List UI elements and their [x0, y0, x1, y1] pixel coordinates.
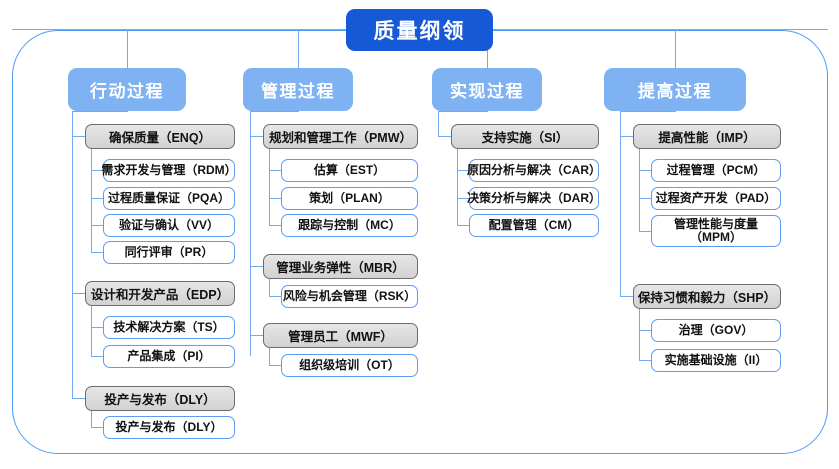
group-node-dly[interactable]: 投产与发布（DLY） — [85, 386, 235, 411]
connector-dly-child1 — [91, 427, 104, 429]
connector-edp-child1 — [91, 327, 104, 329]
connector-pmw-child2 — [269, 198, 282, 200]
connector-col4-grp2-stub — [620, 296, 634, 298]
leaf-node-est[interactable]: 估算（EST） — [281, 159, 418, 182]
leaf-node-pcm[interactable]: 过程管理（PCM） — [651, 159, 781, 182]
connector-shp-child1 — [639, 330, 652, 332]
leaf-node-gov[interactable]: 治理（GOV） — [651, 319, 781, 342]
connector-dly-trunk — [91, 411, 93, 428]
leaf-node-pad[interactable]: 过程资产开发（PAD） — [651, 187, 781, 210]
group-node-edp[interactable]: 设计和开发产品（EDP） — [85, 281, 235, 306]
connector-shp-child2 — [639, 360, 652, 362]
connector-col2-grp2-stub — [250, 266, 264, 268]
connector-shp-trunk — [639, 309, 641, 361]
connector-enq-trunk — [91, 149, 93, 252]
leaf-node-dar[interactable]: 决策分析与解决（DAR） — [467, 187, 601, 210]
leaf-node-pqa[interactable]: 过程质量保证（PQA） — [103, 187, 235, 210]
group-node-mwf[interactable]: 管理员工（MWF） — [263, 323, 418, 348]
connector-pmw-trunk — [269, 149, 271, 225]
connector-col4-drop — [675, 29, 677, 68]
connector-si-trunk — [457, 149, 459, 225]
connector-root-left — [12, 29, 346, 31]
leaf-node-car[interactable]: 原因分析与解决（CAR） — [467, 159, 601, 182]
connector-col3-trunk — [438, 111, 440, 136]
leaf-node-mc[interactable]: 跟踪与控制（MC） — [281, 214, 418, 237]
connector-enq-child3 — [91, 225, 104, 227]
group-node-pmw[interactable]: 规划和管理工作（PMW） — [263, 124, 418, 149]
connector-imp-trunk — [639, 149, 641, 232]
connector-col4-trunk-elbow — [620, 111, 676, 113]
leaf-node-ot[interactable]: 组织级培训（OT） — [281, 354, 418, 377]
connector-si-child2 — [457, 198, 470, 200]
group-node-si[interactable]: 支持实施（SI） — [451, 124, 599, 149]
connector-imp-child1 — [639, 170, 652, 172]
connector-col3-trunk-elbow — [438, 111, 488, 113]
leaf-node-plan[interactable]: 策划（PLAN） — [281, 187, 418, 210]
leaf-node-rsk[interactable]: 风险与机会管理（RSK） — [281, 285, 418, 308]
connector-mbr-child1 — [269, 296, 282, 298]
connector-enq-child4 — [91, 252, 104, 254]
leaf-node-ii[interactable]: 实施基础设施（II） — [651, 349, 781, 372]
connector-mwf-trunk — [269, 348, 271, 366]
connector-root-right — [493, 29, 828, 31]
connector-si-child1 — [457, 170, 470, 172]
column-header-improvement-process[interactable]: 提高过程 — [604, 68, 746, 111]
connector-pmw-child3 — [269, 225, 282, 227]
group-node-enq[interactable]: 确保质量（ENQ） — [85, 124, 235, 149]
connector-col1-grp1-stub — [72, 136, 86, 138]
connector-edp-child2 — [91, 356, 104, 358]
connector-col2-trunk-elbow — [250, 111, 299, 113]
connector-imp-child2 — [639, 198, 652, 200]
connector-col2-grp1-stub — [250, 136, 264, 138]
connector-col1-grp3-stub — [72, 398, 86, 400]
group-node-shp[interactable]: 保持习惯和毅力（SHP） — [633, 284, 781, 309]
leaf-node-pr[interactable]: 同行评审（PR） — [103, 241, 235, 264]
column-header-management-process[interactable]: 管理过程 — [243, 68, 353, 111]
leaf-node-rdm[interactable]: 需求开发与管理（RDM） — [101, 159, 237, 182]
connector-si-child3 — [457, 225, 470, 227]
connector-col1-drop — [127, 29, 129, 68]
connector-col2-grp3-stub — [250, 335, 264, 337]
connector-col1-trunk — [72, 111, 74, 398]
connector-edp-trunk — [91, 306, 93, 356]
connector-col3-grp1-stub — [438, 136, 452, 138]
column-header-realization-process[interactable]: 实现过程 — [432, 68, 542, 111]
connector-pmw-child1 — [269, 170, 282, 172]
leaf-node-ts[interactable]: 技术解决方案（TS） — [103, 316, 235, 339]
leaf-node-cm[interactable]: 配置管理（CM） — [469, 214, 599, 237]
root-node-title[interactable]: 质量纲领 — [346, 9, 493, 51]
connector-mwf-child1 — [269, 365, 282, 367]
connector-col1-grp2-stub — [72, 293, 86, 295]
connector-enq-child2 — [91, 198, 104, 200]
leaf-node-pi[interactable]: 产品集成（PI） — [103, 345, 235, 368]
connector-col2-trunk — [250, 111, 252, 356]
leaf-node-dly-child[interactable]: 投产与发布（DLY） — [103, 416, 235, 439]
group-node-mbr[interactable]: 管理业务弹性（MBR） — [263, 254, 418, 279]
column-header-action-process[interactable]: 行动过程 — [68, 68, 186, 111]
leaf-node-mpm[interactable]: 管理性能与度量（MPM） — [651, 215, 781, 247]
connector-col4-trunk — [620, 111, 622, 296]
connector-col1-trunk-elbow — [72, 111, 128, 113]
connector-col4-grp1-stub — [620, 136, 634, 138]
connector-col2-drop — [298, 29, 300, 68]
connector-mbr-trunk — [269, 279, 271, 297]
leaf-node-vv[interactable]: 验证与确认（VV） — [103, 214, 235, 237]
connector-imp-child3 — [639, 231, 652, 233]
group-node-imp[interactable]: 提高性能（IMP） — [633, 124, 781, 149]
connector-enq-child1 — [91, 170, 104, 172]
